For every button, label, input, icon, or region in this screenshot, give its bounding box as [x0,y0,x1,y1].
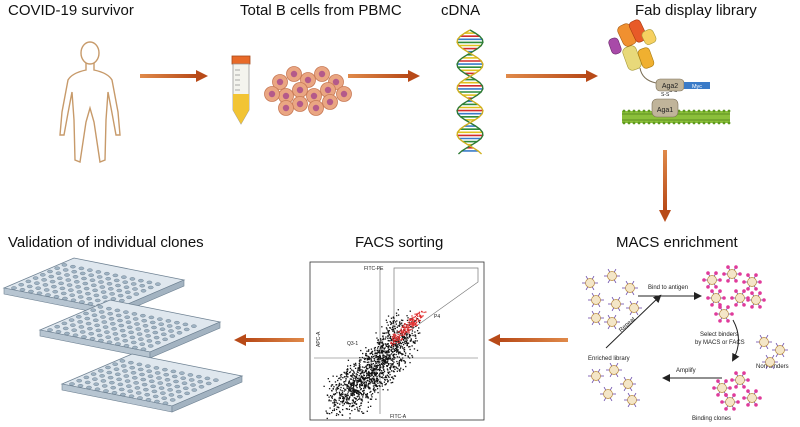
arrow-survivor-to-bcells [140,70,208,82]
facs-p4-label: P4 [434,314,440,320]
fab-yeast-display-icon: Aga1 S-S S-S Aga2 Myc [608,19,731,125]
facs-scatter-plot: FITC-PE P4 Q3-1 FITC-A APC-A [309,261,485,421]
macs-binding-clones-label: Binding clones [692,416,731,422]
label-covid-survivor: COVID-19 survivor [8,2,134,19]
arrow-macs-to-facs [488,334,568,346]
label-facs-sorting: FACS sorting [355,234,444,251]
macs-repeat-label: Repeat [618,316,637,334]
aga1-label: Aga1 [657,107,673,114]
label-total-b-cells: Total B cells from PBMC [240,2,402,19]
facs-gate-top-label: FITC-PE [364,266,384,272]
arrow-facs-to-validation [234,334,304,346]
arrow-bcells-to-cdna [348,70,420,82]
macs-amplify-label: Amplify [676,368,696,374]
ss-label-1: S-S [661,92,670,98]
dna-helix-icon [456,29,484,155]
macs-bind-label: Bind to antigen [648,285,688,291]
label-fab-display-library: Fab display library [635,2,757,19]
myc-label: Myc [692,84,702,90]
blood-tube-icon [231,55,251,125]
macs-enrichment-panel: Bind to antigen Select binders by MACS o… [582,265,789,422]
facs-yaxis-label: APC-A [316,331,322,347]
b-cells-cluster-icon [264,66,352,116]
label-cdna: cDNA [441,2,481,19]
macs-select-line1: Select binders [700,332,738,338]
macs-enriched-label: Enriched library [588,356,630,362]
label-macs-enrichment: MACS enrichment [616,234,738,251]
arrow-cdna-to-fab [506,70,598,82]
macs-select-line2: by MACS or FACS [695,340,745,346]
human-figure-icon [59,41,121,163]
culture-plates-icon [2,257,244,413]
aga2-label: Aga2 [662,83,678,90]
arrow-fab-to-macs [659,150,671,222]
facs-xaxis-label: FITC-A [390,414,407,420]
macs-non-binders-label: Non-binders [756,364,789,370]
facs-q3-label: Q3-1 [347,341,358,347]
label-validation: Validation of individual clones [8,234,204,251]
